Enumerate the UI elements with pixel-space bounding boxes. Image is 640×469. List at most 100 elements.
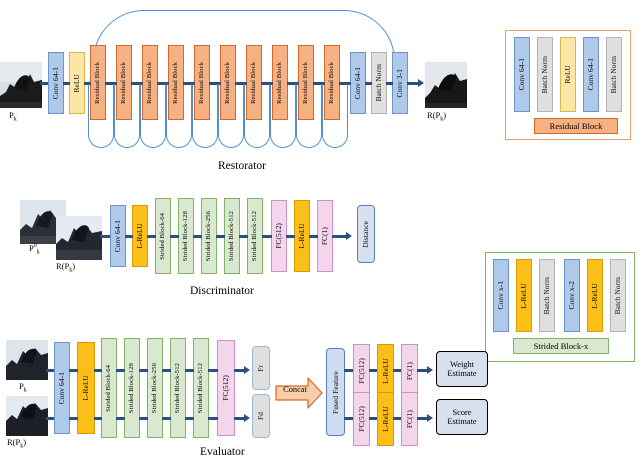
restorator-conv-64-1-out-label: Conv 64-1 <box>353 66 363 100</box>
evaluator-strided-64-label: Strided Block-64 <box>104 364 112 412</box>
discriminator-l-relu[interactable]: L-ReLU <box>132 205 148 267</box>
evaluator-score-estimate-output[interactable]: Score Estimate <box>436 399 488 435</box>
evaluator-input-bottom-label: R(Pk) <box>7 437 26 450</box>
legend-strided-bn-b-label: Batch Norm <box>613 276 623 315</box>
legend-strided-l-relu-b-label: L-ReLU <box>590 282 600 309</box>
discriminator-l-relu-2-label: L-ReLU <box>297 223 307 249</box>
evaluator-head-top-l-relu[interactable]: L-ReLU <box>377 344 394 398</box>
legend-strided-l-relu-b[interactable]: L-ReLU <box>587 259 603 332</box>
discriminator-strided-block-128[interactable]: Strided Block-128 <box>178 198 194 274</box>
evaluator-strided-block-64[interactable]: Strided Block-64 <box>101 338 117 438</box>
legend-residual-conv-64-1-b[interactable]: Conv 64-1 <box>583 37 599 112</box>
restorator-wire-5 <box>157 82 169 85</box>
discriminator-wire-2 <box>147 235 156 238</box>
discriminator-strided-block-64[interactable]: Strided Block-64 <box>155 198 171 274</box>
legend-residual-relu[interactable]: ReLU <box>560 37 576 112</box>
evaluator-weight-estimate-output[interactable]: Weight Estimate <box>436 351 488 387</box>
evaluator-head-bot-wire-2 <box>393 417 402 420</box>
discriminator-wire-5 <box>216 235 225 238</box>
restorator-wire-6 <box>183 82 195 85</box>
restorator-batch-norm[interactable]: Batch Norm <box>371 52 387 114</box>
restorator-wire-3 <box>105 82 117 85</box>
restorator-conv-64-1[interactable]: Conv 64-1 <box>48 52 64 114</box>
legend-strided-conv-x-1[interactable]: Conv x-1 <box>493 259 509 332</box>
evaluator-head-top-fc-1-label: FC(1) <box>404 361 414 381</box>
evaluator-head-bottom-l-relu[interactable]: L-ReLU <box>377 392 394 446</box>
discriminator-distance-output[interactable]: Distance <box>357 205 375 263</box>
restorator-output-label-end: ) <box>443 110 447 120</box>
evaluator-strided-block-512-a[interactable]: Strided Block-512 <box>170 338 186 438</box>
legend-residual-batch-norm-b[interactable]: Batch Norm <box>606 37 622 112</box>
evaluator-head-top-l-relu-label: L-ReLU <box>380 358 390 384</box>
evaluator-conv-64-1[interactable]: Conv 64-1 <box>54 342 70 434</box>
evaluator-weight-arrow <box>427 366 433 374</box>
evaluator-strided-512-b-label: Strided Block-512 <box>196 362 204 414</box>
discriminator-strided-128-label: Strided Block-128 <box>181 210 189 262</box>
evaluator-strided-block-256[interactable]: Strided Block-256 <box>147 338 163 438</box>
evaluator-concat-arrow[interactable]: Concat <box>275 377 323 409</box>
discriminator-fc-512[interactable]: FC(512) <box>271 200 287 272</box>
evaluator-fc-512-label: FC(512) <box>221 375 231 401</box>
evaluator-head-bottom-fc-512[interactable]: FC(512) <box>353 392 370 446</box>
evaluator-strided-block-512-b[interactable]: Strided Block-512 <box>193 338 209 438</box>
evaluator-strided-256-label: Strided Block-256 <box>150 362 158 414</box>
evaluator-feature-fd[interactable]: Fd <box>252 394 270 438</box>
evaluator-feature-fr[interactable]: Fr <box>252 346 270 390</box>
evaluator-concat-label: Concat <box>283 385 307 394</box>
restorator-output-thumbnail <box>425 62 467 108</box>
evaluator-fused-feature[interactable]: Fused Feature <box>326 348 345 436</box>
restorator-wire-7 <box>209 82 221 85</box>
evaluator-wire-top-2 <box>94 369 102 372</box>
evaluator-head-bottom-l-relu-label: L-ReLU <box>380 406 390 432</box>
legend-residual-batch-norm-a[interactable]: Batch Norm <box>537 37 553 112</box>
legend-strided-batch-norm-b[interactable]: Batch Norm <box>610 259 626 332</box>
discriminator-strided-block-512-b[interactable]: Strided Block-512 <box>247 198 263 274</box>
restorator-conv-3-1[interactable]: Conv 3-1 <box>392 52 408 114</box>
evaluator-input-bottom-thumbnail <box>6 396 48 436</box>
discriminator-input-bottom-sub: k <box>69 267 73 274</box>
evaluator-head-bottom-fc-1[interactable]: FC(1) <box>401 392 418 446</box>
legend-strided-batch-norm-a[interactable]: Batch Norm <box>539 259 555 332</box>
discriminator-fc-1[interactable]: FC(1) <box>317 200 333 272</box>
evaluator-head-top-fc-512-label: FC(512) <box>356 358 366 384</box>
discriminator-wire-1 <box>125 235 133 238</box>
discriminator-strided-block-256[interactable]: Strided Block-256 <box>201 198 217 274</box>
discriminator-l-relu-2[interactable]: L-ReLU <box>294 200 310 272</box>
evaluator-l-relu[interactable]: L-ReLU <box>77 342 95 434</box>
discriminator-wire-6 <box>239 235 248 238</box>
restorator-conv-64-1-out[interactable]: Conv 64-1 <box>350 52 366 114</box>
discriminator-conv-64-1[interactable]: Conv 64-1 <box>110 205 126 267</box>
evaluator-head-top-fc-1[interactable]: FC(1) <box>401 344 418 398</box>
restorator-skip-6 <box>218 84 244 148</box>
discriminator-wire-8 <box>286 235 295 238</box>
legend-residual-conv-64-1-a[interactable]: Conv 64-1 <box>514 37 530 112</box>
evaluator-wire-bot-1 <box>69 417 78 420</box>
evaluator-fc-512[interactable]: FC(512) <box>217 340 235 436</box>
restorator-skip-1 <box>88 84 114 148</box>
legend-strided-l-relu-a[interactable]: L-ReLU <box>516 259 532 332</box>
evaluator-head-top-fc-512[interactable]: FC(512) <box>353 344 370 398</box>
evaluator-input-top-label: Pk <box>19 381 27 394</box>
restorator-skip-9 <box>296 84 322 148</box>
restorator-input-label-sub: k <box>13 116 17 123</box>
restorator-wire-9 <box>261 82 273 85</box>
evaluator-strided-block-128[interactable]: Strided Block-128 <box>124 338 140 438</box>
restorator-skip-8 <box>270 84 296 148</box>
discriminator-input-wire <box>100 235 112 238</box>
discriminator-fc-1-label: FC(1) <box>320 226 330 246</box>
restorator-wire-14 <box>386 82 393 85</box>
restorator-conv-3-1-label: Conv 3-1 <box>395 68 405 98</box>
discriminator-wire-7 <box>262 235 272 238</box>
strided-block-legend-caption: Strided Block-x <box>513 338 609 354</box>
restorator-skip-3 <box>140 84 166 148</box>
restorator-input-label-text: P <box>9 110 14 120</box>
discriminator-l-relu-label: L-ReLU <box>135 223 145 249</box>
restorator-wire-11 <box>313 82 325 85</box>
legend-strided-conv-x-2[interactable]: Conv x-2 <box>564 259 580 332</box>
discriminator-strided-block-512-a[interactable]: Strided Block-512 <box>224 198 240 274</box>
restorator-wire-10 <box>287 82 299 85</box>
restorator-relu[interactable]: ReLU <box>69 52 85 114</box>
legend-residual-bn-b-label: Batch Norm <box>609 55 619 94</box>
evaluator-fr-arrow <box>244 366 250 374</box>
evaluator-wire-bot-4 <box>139 417 148 420</box>
